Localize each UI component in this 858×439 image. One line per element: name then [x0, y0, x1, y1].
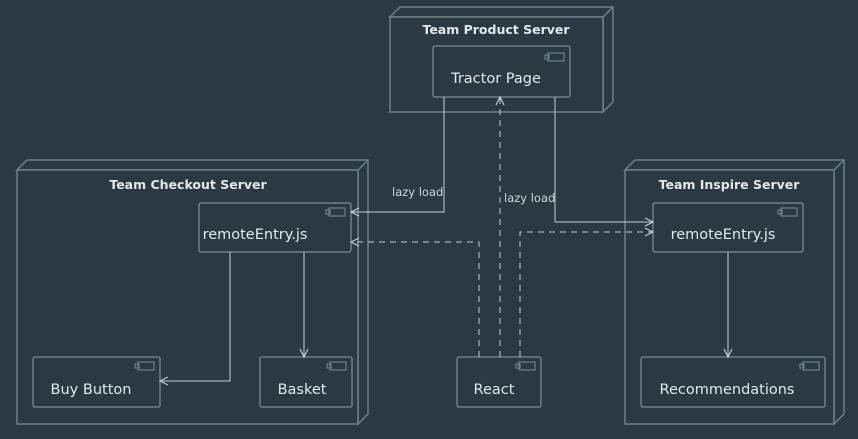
edge-react-to-checkout-remote — [351, 242, 480, 357]
basket-label: Basket — [278, 382, 327, 398]
buy-button-label: Buy Button — [51, 382, 132, 398]
checkout-remote-entry-component: remoteEntry.js — [198, 202, 352, 253]
recommendations-component: Recommendations — [640, 356, 826, 408]
inspire-remote-entry-label: remoteEntry.js — [671, 227, 776, 243]
edge-checkout-remote-to-buy-button — [160, 252, 231, 381]
component-icon — [325, 207, 346, 217]
edge-label-lazy-load-checkout: lazy load — [392, 185, 443, 199]
react-label: React — [474, 382, 515, 398]
inspire-server-title: Team Inspire Server — [659, 177, 801, 192]
react-component: React — [456, 356, 542, 408]
component-icon — [799, 361, 820, 371]
edge-tractor-to-checkout-remote — [351, 97, 445, 212]
buy-button-component: Buy Button — [32, 356, 161, 408]
product-server-title: Team Product Server — [422, 22, 570, 37]
component-icon — [515, 361, 536, 371]
edge-tractor-to-inspire-remote — [554, 97, 653, 222]
component-icon — [544, 52, 565, 62]
basket-component: Basket — [259, 356, 353, 408]
component-icon — [326, 361, 347, 371]
recommendations-label: Recommendations — [660, 382, 795, 398]
component-icon — [134, 361, 155, 371]
tractor-page-label: Tractor Page — [450, 71, 541, 87]
tractor-page-component: Tractor Page — [432, 45, 571, 98]
component-icon — [777, 207, 798, 217]
checkout-server-title: Team Checkout Server — [109, 177, 267, 192]
inspire-remote-entry-component: remoteEntry.js — [652, 202, 804, 253]
edge-label-lazy-load-react: lazy load — [504, 191, 555, 205]
edge-react-to-inspire-remote — [519, 232, 653, 357]
checkout-remote-entry-label: remoteEntry.js — [203, 227, 308, 243]
